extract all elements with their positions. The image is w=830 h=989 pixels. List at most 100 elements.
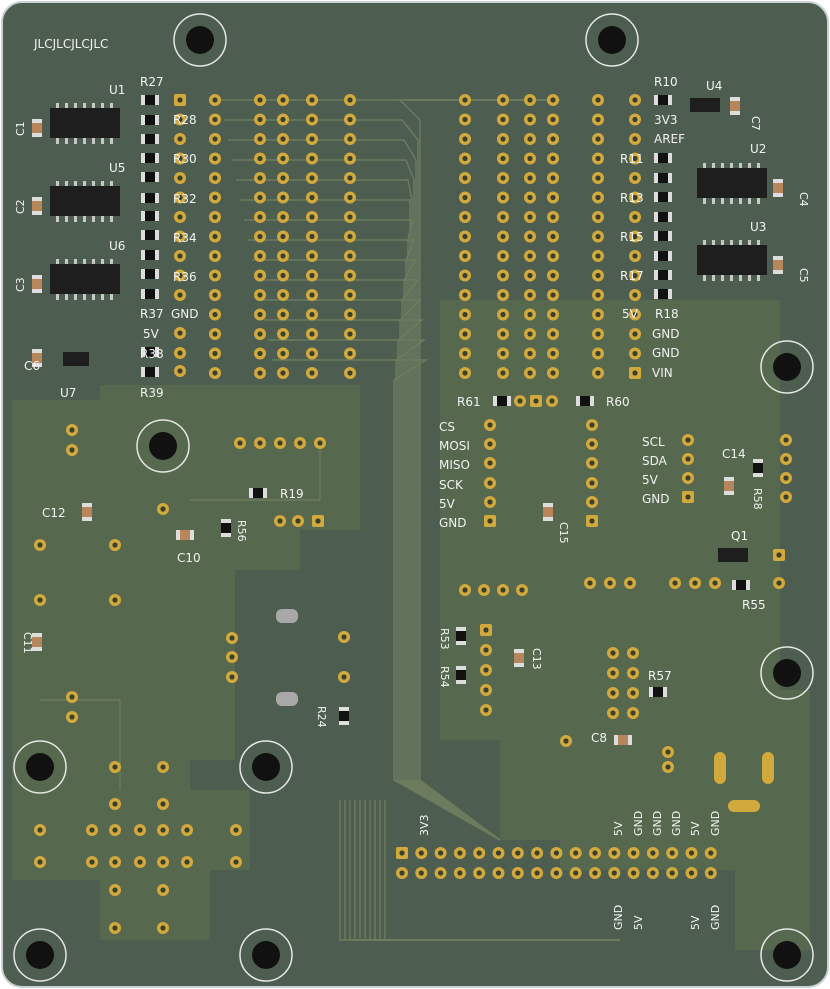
header-label: 5V — [689, 915, 702, 930]
pad-hole — [280, 175, 286, 181]
pad-hole — [515, 850, 521, 856]
pad-hole — [527, 370, 533, 376]
pad-hole — [257, 233, 263, 240]
pad-hole — [500, 194, 506, 201]
pad-hole — [184, 859, 190, 865]
pad-hole — [280, 116, 286, 123]
pad-hole — [347, 233, 353, 240]
pad-hole — [229, 654, 235, 660]
resistor — [654, 270, 672, 280]
ic-label: U5 — [109, 161, 125, 175]
pad-hole — [595, 253, 601, 259]
pad-hole — [212, 116, 218, 123]
resistor-label: R34 — [173, 231, 197, 245]
pad-hole — [483, 707, 489, 713]
pad-hole — [229, 635, 235, 641]
pad-hole — [347, 272, 353, 279]
pad-hole — [69, 427, 75, 433]
pad-hole — [500, 311, 506, 318]
capacitor — [32, 275, 42, 293]
part-label: R53 — [438, 628, 451, 650]
pad-hole — [550, 253, 556, 259]
resistor — [221, 519, 231, 537]
resistor — [141, 230, 159, 240]
resistor — [576, 396, 594, 406]
pad-hole — [665, 764, 671, 770]
part-label: 3V3 — [654, 113, 677, 127]
pad-hole — [712, 580, 718, 586]
pad-hole — [438, 850, 444, 856]
pad-hole — [309, 370, 315, 376]
spi-label: GND — [439, 516, 467, 530]
mount-hole — [773, 353, 801, 381]
pad-hole — [257, 214, 263, 220]
part-label: R38 — [140, 347, 164, 361]
pad-hole — [783, 437, 789, 443]
pad-hole — [280, 136, 286, 142]
capacitor — [724, 477, 734, 495]
power-label: VIN — [652, 366, 673, 380]
mount-hole-ring — [239, 928, 293, 982]
pad-hole — [160, 859, 166, 865]
pad-hole — [212, 233, 218, 240]
resistor — [649, 687, 667, 697]
pad-hole — [595, 233, 601, 240]
power-label: GND — [652, 327, 680, 341]
pad-hole — [595, 136, 601, 142]
part-label: C13 — [530, 648, 543, 670]
pad-hole — [632, 155, 638, 162]
pad-hole — [89, 859, 95, 865]
pad-hole — [280, 292, 286, 298]
pad-hole — [630, 670, 636, 676]
pad-hole — [347, 350, 353, 357]
pad-hole — [69, 694, 75, 700]
pad-hole — [112, 887, 118, 893]
pad-hole — [500, 253, 506, 259]
pad-hole — [309, 292, 315, 298]
pad-hole — [277, 518, 283, 524]
pad-hole — [177, 233, 183, 240]
mount-hole-ring — [136, 419, 190, 473]
pad-hole — [160, 827, 166, 833]
pad-hole — [481, 587, 487, 593]
mount-hole — [26, 753, 54, 781]
pad-hole — [595, 175, 601, 181]
pad-hole — [630, 690, 636, 696]
components — [32, 95, 783, 745]
part-label: C4 — [797, 192, 810, 207]
pad-hole — [309, 253, 315, 259]
pad-hole — [611, 850, 617, 856]
pad-hole — [69, 714, 75, 720]
resistor — [654, 251, 672, 261]
pad-hole — [550, 370, 556, 376]
mount-hole-ring — [585, 13, 639, 67]
pad-hole — [212, 155, 218, 162]
power-label: GND — [652, 346, 680, 360]
pad-hole — [495, 850, 502, 856]
header-label: GND — [670, 811, 683, 836]
pad-hole — [347, 136, 353, 142]
spi-label: MISO — [439, 458, 470, 472]
pad-hole — [589, 460, 595, 466]
header-label: GND — [632, 811, 645, 836]
pad-hole — [595, 350, 601, 357]
pad-hole — [632, 233, 638, 240]
pad-hole — [457, 850, 463, 856]
part-label: R13 — [620, 191, 644, 205]
capacitor — [730, 97, 740, 115]
pad-hole — [257, 440, 263, 446]
pad-hole — [347, 116, 353, 123]
soic-ic — [50, 259, 120, 300]
pad-hole — [462, 292, 468, 298]
pad-hole — [112, 542, 118, 548]
ic-label: U1 — [109, 83, 125, 97]
mount-hole — [773, 941, 801, 969]
pad-hole — [280, 253, 286, 259]
pad-hole — [418, 870, 424, 876]
pad-hole — [527, 292, 533, 298]
part-label: U4 — [706, 79, 722, 93]
pad-hole — [457, 870, 463, 876]
pad-hole — [685, 437, 691, 443]
pad-hole — [160, 887, 166, 893]
pad-hole — [708, 870, 714, 876]
